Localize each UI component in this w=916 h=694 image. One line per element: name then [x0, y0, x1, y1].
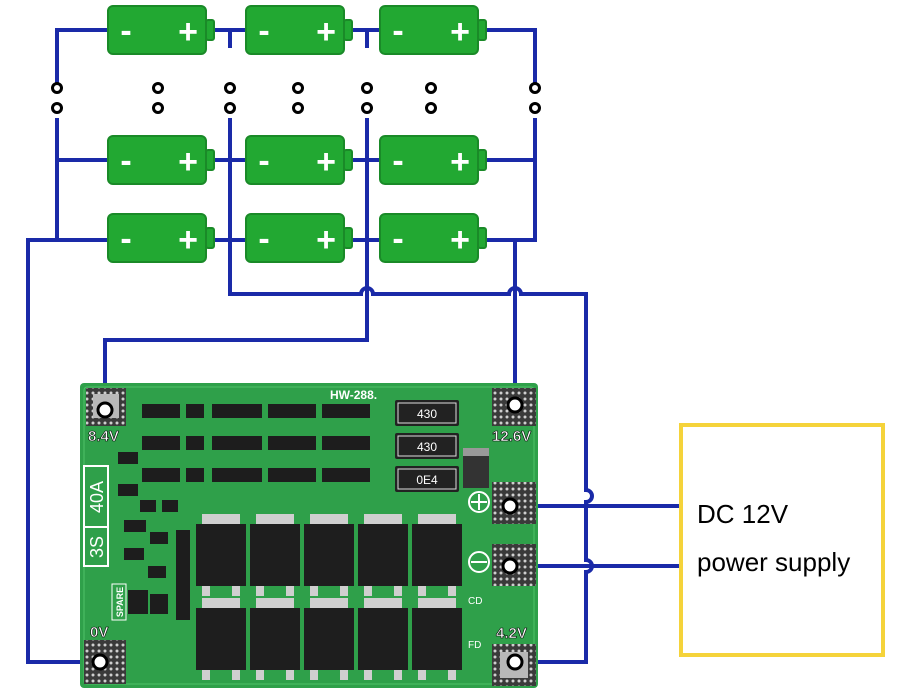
battery-cell: -+: [107, 135, 215, 185]
battery-cell: -+: [245, 135, 353, 185]
mosfet: [250, 598, 300, 680]
terminal: [224, 102, 236, 114]
battery-cell: -+: [107, 5, 215, 55]
battery-minus-label: -: [392, 220, 403, 258]
battery-cell: -+: [379, 5, 487, 55]
terminal: [292, 102, 304, 114]
terminal: [361, 82, 373, 94]
mosfet: [196, 598, 246, 680]
psu-type-label: power supply: [697, 547, 851, 577]
terminal: [361, 102, 373, 114]
terminal: [51, 102, 63, 114]
battery-plus-label: +: [450, 221, 470, 259]
wires: [26, 28, 679, 664]
resistor-3-label: 0E4: [416, 473, 438, 487]
battery-plus-label: +: [450, 13, 470, 51]
battery-plus-label: +: [450, 143, 470, 181]
board-model: HW-288.: [330, 388, 377, 402]
spec-cells: 3S: [87, 536, 107, 558]
fd-label: FD: [468, 640, 481, 651]
battery-plus-label: +: [316, 13, 336, 51]
wire-bottom-right: [486, 160, 537, 242]
mosfet: [412, 598, 462, 680]
wire-top-left-rail: [55, 28, 108, 88]
wire-mid-right: [486, 118, 537, 162]
terminal: [425, 82, 437, 94]
wire-8v4: [103, 118, 369, 405]
pad-12v6-label: 12.6V: [492, 428, 531, 445]
psu-voltage-label: DC 12V: [697, 499, 789, 529]
terminal: [425, 102, 437, 114]
mosfets: [196, 514, 462, 680]
mosfet: [358, 598, 408, 680]
mosfet: [196, 514, 246, 596]
resistor-1-label: 430: [417, 407, 437, 421]
wire-mid-left: [55, 118, 108, 162]
battery-minus-label: -: [120, 142, 131, 180]
mosfet: [250, 514, 300, 596]
battery-minus-label: -: [120, 12, 131, 50]
battery-grid: -+-+-+-+-+-+-+-+-+: [107, 5, 487, 263]
spec-current: 40A: [87, 481, 107, 513]
battery-cell: -+: [379, 213, 487, 263]
smd-components: [118, 404, 370, 620]
battery-plus-label: +: [316, 143, 336, 181]
terminal: [292, 82, 304, 94]
pad-8v4-label: 8.4V: [88, 428, 119, 445]
terminal: [152, 82, 164, 94]
battery-minus-label: -: [258, 220, 269, 258]
shunt-resistor-2: [395, 433, 459, 459]
plus-symbol: [468, 491, 490, 513]
battery-cell: -+: [245, 5, 353, 55]
battery-minus-label: -: [392, 12, 403, 50]
battery-plus-label: +: [316, 221, 336, 259]
battery-minus-label: -: [392, 142, 403, 180]
wire-bottom-left: [55, 160, 108, 242]
bms-board: 40A 3S SPARE HW-288. 430 430 0E4 CD FD 8…: [80, 383, 538, 688]
terminal: [529, 82, 541, 94]
wire-top-right: [486, 28, 537, 88]
battery-plus-label: +: [178, 13, 198, 51]
battery-minus-label: -: [120, 220, 131, 258]
wire-4v2: [228, 118, 594, 664]
terminals: [51, 82, 541, 114]
battery-cell: -+: [245, 213, 353, 263]
shunt-resistor-3: [395, 466, 459, 492]
spec-box: [83, 465, 109, 567]
battery-plus-label: +: [178, 221, 198, 259]
mosfet: [304, 598, 354, 680]
shunt-resistor-1: [395, 400, 459, 426]
battery-plus-label: +: [178, 143, 198, 181]
minus-symbol: [468, 551, 490, 573]
cd-label: CD: [468, 596, 482, 607]
battery-minus-label: -: [258, 142, 269, 180]
battery-minus-label: -: [258, 12, 269, 50]
mosfet: [412, 514, 462, 596]
mosfet: [304, 514, 354, 596]
pad-4v2-label: 4.2V: [496, 625, 527, 642]
power-supply-box: DC 12V power supply: [679, 423, 885, 657]
terminal: [51, 82, 63, 94]
battery-cell: -+: [379, 135, 487, 185]
wire-0v: [26, 238, 100, 664]
terminal: [152, 102, 164, 114]
mosfet: [358, 514, 408, 596]
battery-cell: -+: [107, 213, 215, 263]
pad-0v-label: 0V: [90, 624, 108, 641]
resistor-2-label: 430: [417, 440, 437, 454]
spare-label: SPARE: [115, 587, 125, 617]
terminal: [224, 82, 236, 94]
terminal: [529, 102, 541, 114]
